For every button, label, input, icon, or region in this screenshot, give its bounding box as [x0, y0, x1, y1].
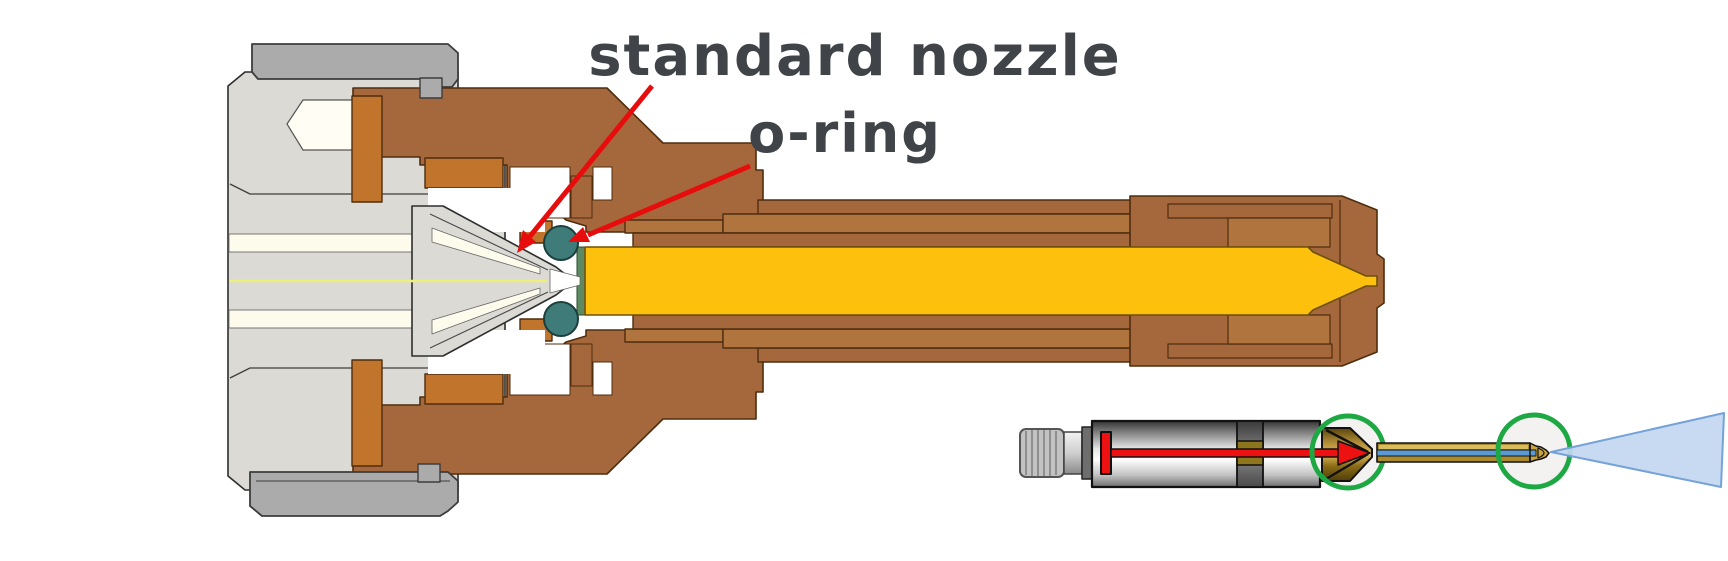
brass-cone-lines	[1325, 428, 1369, 481]
retaining-nut-bottom	[352, 329, 764, 475]
cross-section-diagram	[227, 43, 1385, 517]
nut-cavity	[592, 166, 613, 201]
end-cap-details	[1167, 200, 1341, 362]
cone-inner-line	[429, 213, 549, 271]
body-step-line-bottom	[229, 367, 478, 379]
body-step-line-top	[229, 183, 478, 195]
tube-tip-dome	[1537, 447, 1545, 459]
cone-channel-bottom	[431, 287, 541, 335]
tube-highlight	[1379, 445, 1528, 449]
standard-nozzle-label: standard nozzle	[588, 24, 1122, 89]
knurl-lines	[1025, 430, 1057, 476]
red-plunger-bar	[1100, 431, 1112, 475]
spray-cone	[1550, 412, 1725, 488]
gray-cap-top-tab	[419, 77, 443, 99]
nozzle-capillary-yellow	[584, 246, 1378, 316]
cone-inner-line	[429, 291, 549, 349]
retaining-nut-top	[352, 87, 764, 233]
probe-flange	[1081, 426, 1093, 480]
o-ring-top	[543, 225, 579, 261]
nut-post	[570, 343, 593, 387]
red-flow-arrowhead	[1337, 440, 1371, 466]
gray-cap-bottom	[249, 471, 459, 517]
o-ring-label: o-ring	[748, 102, 942, 165]
o-ring-bottom	[543, 301, 579, 337]
gray-cap-bottom-tab	[417, 463, 441, 483]
probe-overview-inset	[1019, 412, 1725, 491]
cone-channel-top	[431, 227, 541, 275]
cone-tip-gap	[549, 268, 581, 294]
knob-collar	[1063, 431, 1083, 475]
red-flow-arrow-shaft	[1110, 448, 1341, 458]
annotation-arrow-o-ring	[568, 163, 751, 242]
capillary-blue-line	[1376, 449, 1537, 457]
nut-cavity	[592, 361, 613, 396]
annotation-arrow-standard-nozzle	[517, 84, 654, 253]
